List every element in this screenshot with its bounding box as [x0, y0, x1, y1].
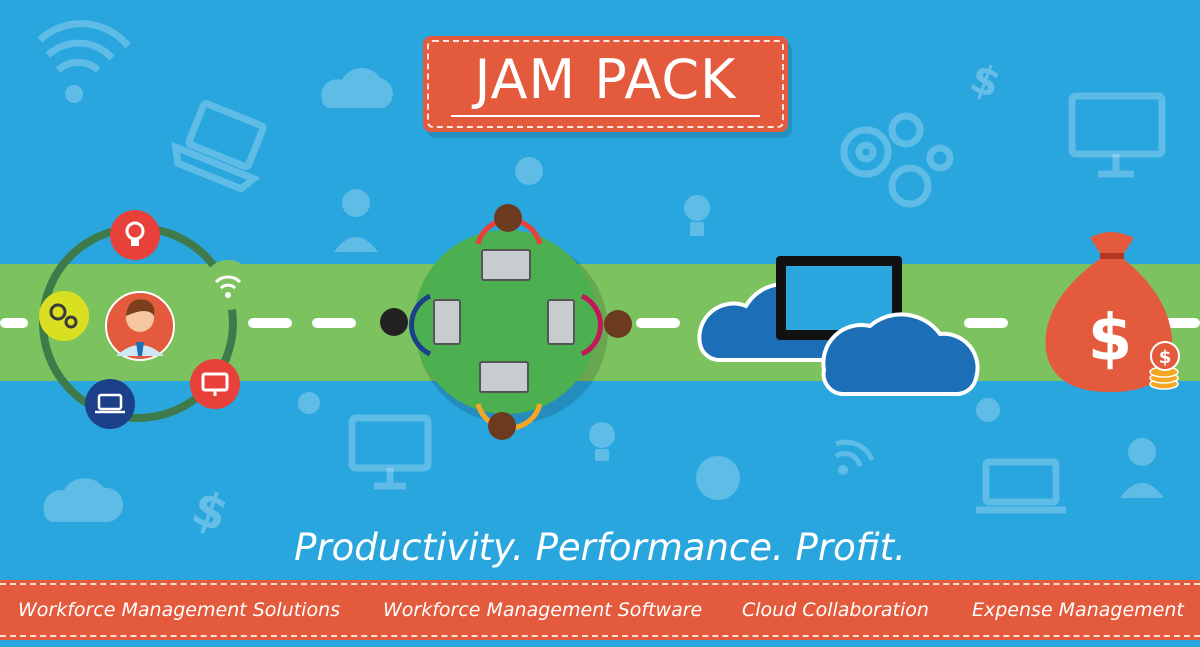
svg-text:$: $	[964, 55, 1006, 108]
footer-item-expense-management: Expense Management	[972, 599, 1184, 621]
background-pattern-filled	[43, 68, 1164, 522]
svg-text:$: $	[1159, 347, 1172, 368]
bg-wifi-icon-2	[834, 439, 875, 475]
svg-text:$: $	[1088, 302, 1133, 376]
bg-cloud-icon-2	[43, 478, 124, 522]
road-dashes	[0, 318, 1200, 328]
money-bag-icon: $ $	[1045, 232, 1180, 392]
bg-laptop-icon	[171, 100, 267, 193]
laptop-icon	[85, 379, 135, 429]
tagline: Productivity. Performance. Profit.	[294, 526, 906, 569]
bg-wifi-icon	[37, 20, 131, 103]
bg-person-body-2	[1120, 483, 1164, 498]
bg-dollar-coin-icon-3	[976, 398, 1000, 422]
bg-person-body	[334, 237, 378, 252]
meeting-table-icon	[380, 204, 632, 440]
bg-monitor-icon-2	[348, 414, 432, 490]
bg-cloud-icon	[321, 68, 393, 108]
bg-gears-icon	[840, 112, 954, 208]
background-pattern	[37, 20, 1166, 514]
footer-item-cloud-collaboration: Cloud Collaboration	[742, 599, 929, 621]
title-underline	[451, 115, 760, 117]
bg-dollar-coin-icon	[515, 157, 543, 185]
bg-lightbulb-icon	[684, 195, 710, 221]
lightbulb-icon	[110, 210, 160, 260]
bg-lightbulb-icon-3	[589, 422, 615, 448]
bg-person-icon-2	[1128, 438, 1156, 466]
footer-item-workforce-software: Workforce Management Software	[383, 599, 703, 621]
bg-person-icon	[342, 189, 370, 217]
page-title: JAM PACK	[474, 48, 737, 111]
bg-dollar-coin-icon-2	[696, 456, 740, 500]
title-banner: JAM PACK	[423, 36, 788, 132]
bg-laptop-icon-2	[976, 458, 1066, 514]
employee-hub	[39, 210, 253, 429]
monitor-icon	[190, 359, 240, 409]
bg-lightbulb-icon-2	[298, 392, 320, 414]
footer-item-workforce-solutions: Workforce Management Solutions	[18, 599, 341, 621]
cloud-computer-icon	[697, 256, 980, 396]
footer-bar: Workforce Management Solutions Workforce…	[0, 580, 1200, 640]
bg-lightbulb-base	[690, 222, 704, 236]
bg-lightbulb-base-3	[595, 449, 609, 461]
bg-monitor-icon	[1068, 92, 1166, 178]
